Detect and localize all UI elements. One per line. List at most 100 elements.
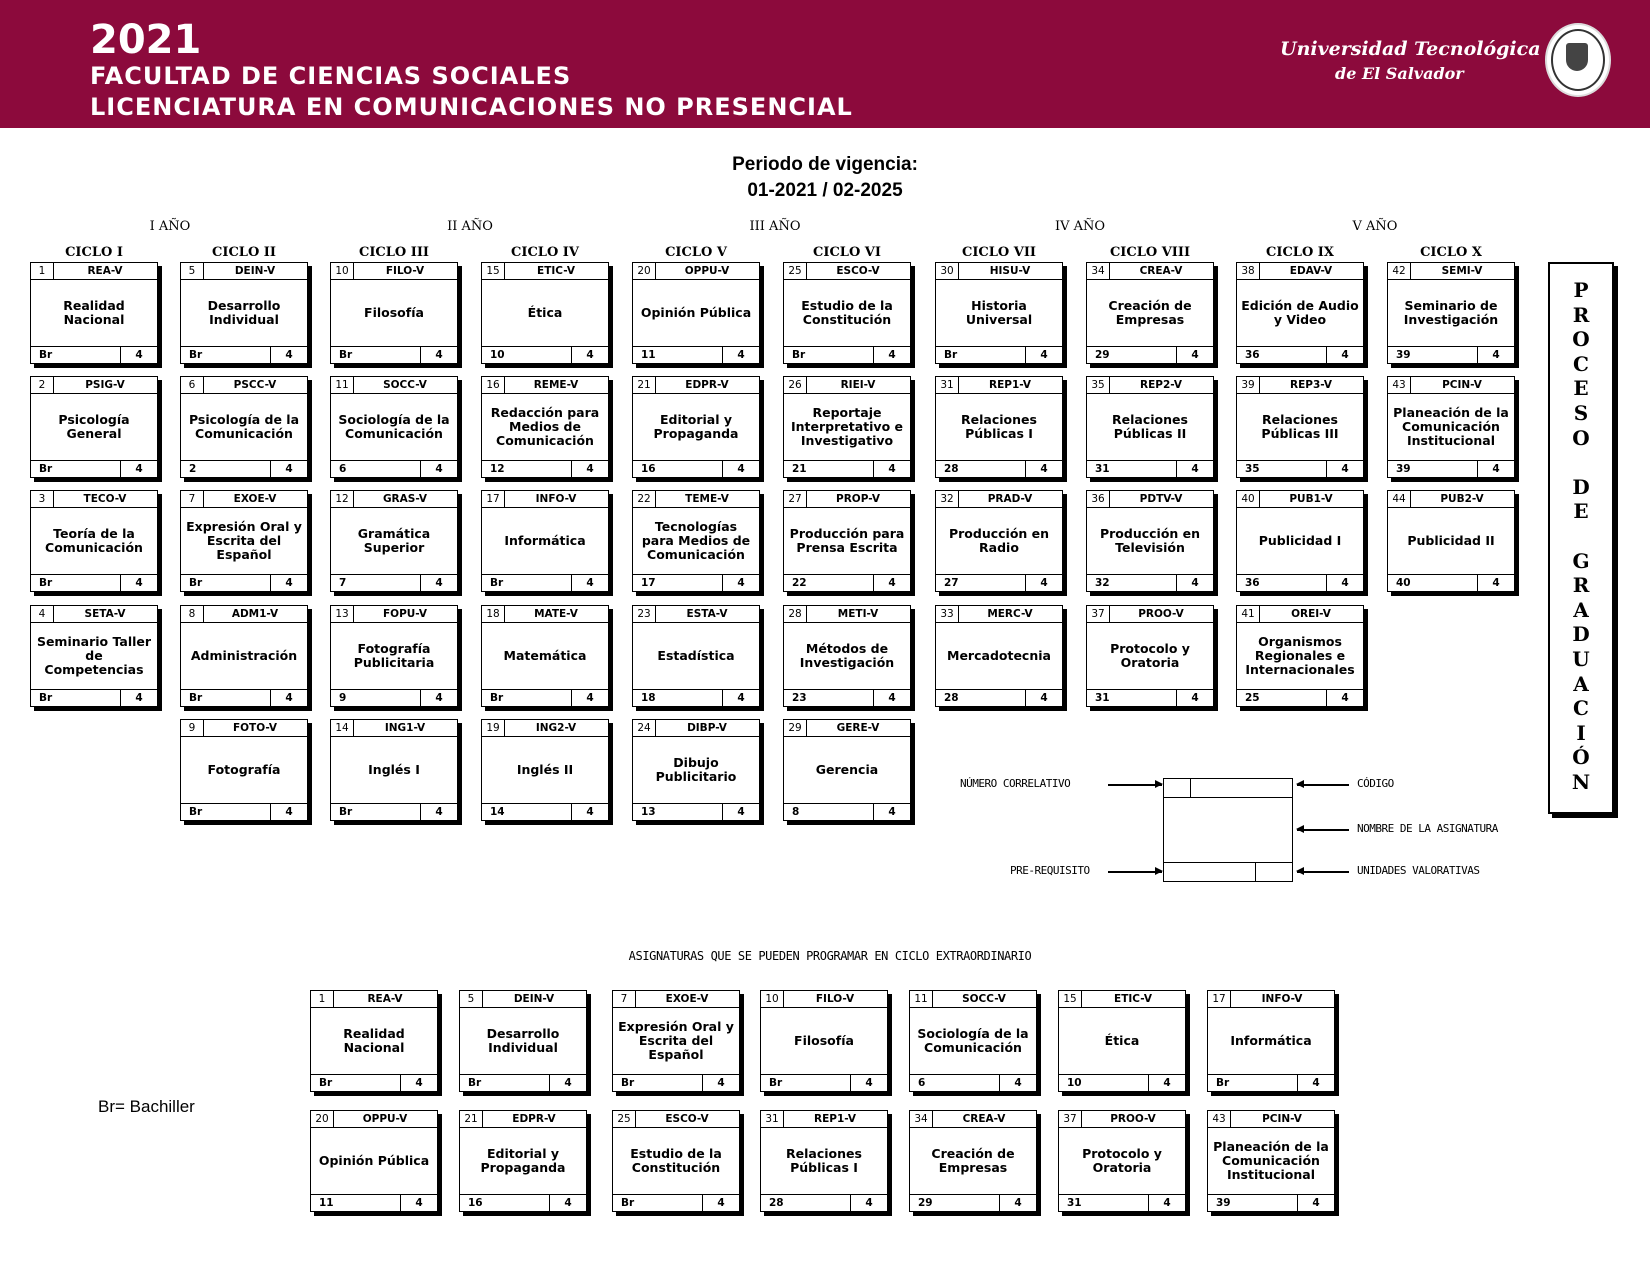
subject-units: 4 [1477, 575, 1514, 591]
cycle-label: CICLO I [65, 245, 123, 260]
subject-code: ESCO-V [665, 1113, 709, 1125]
card-header: 33 MERC-V [936, 606, 1062, 623]
subject-name: Creación de Empresas [931, 1146, 1015, 1175]
subject-code: PUB1-V [1289, 493, 1333, 505]
subject-units: 4 [571, 804, 608, 820]
subject-code: FILO-V [385, 265, 425, 277]
year-label: I AÑO [149, 219, 191, 234]
subject-code: INFO-V [1261, 993, 1303, 1005]
subject-number: 30 [936, 263, 959, 279]
subject-prerequisite: 36 [1245, 349, 1260, 361]
subject-name: Producción para Prensa Escrita [789, 526, 905, 555]
legend-arrow-nombre [1296, 826, 1349, 832]
subject-code: ADM1-V [231, 608, 279, 620]
subject-number: 19 [482, 720, 505, 736]
subject-prerequisite: 31 [1095, 692, 1110, 704]
subject-code: PDTV-V [1139, 493, 1183, 505]
legend-arrow-unidades [1296, 868, 1349, 874]
subject-prerequisite: 2 [189, 463, 197, 475]
subject-prerequisite: 39 [1396, 463, 1411, 475]
year-label: III AÑO [749, 219, 801, 234]
subject-number: 25 [784, 263, 807, 279]
subject-number: 31 [761, 1111, 784, 1127]
subject-prerequisite: 17 [641, 577, 656, 589]
cycle-label: CICLO V [665, 245, 727, 260]
subject-name: Reportaje Interpretativo e Investigativo [791, 405, 903, 448]
proceso-letter: S [1573, 400, 1589, 425]
subject-prerequisite: 31 [1067, 1197, 1082, 1209]
subject-number: 34 [1087, 263, 1110, 279]
subject-prerequisite: 8 [792, 806, 800, 818]
subject-prerequisite: Br [621, 1077, 635, 1089]
subject-code: SOCC-V [383, 379, 427, 391]
subject-code: SEMI-V [1441, 265, 1483, 277]
subject-code: OPPU-V [362, 1113, 408, 1125]
subject-name: Opinión Pública [318, 1153, 430, 1168]
subject-units: 4 [1297, 1195, 1334, 1211]
subject-units: 4 [1025, 575, 1062, 591]
subject-name: Historia Universal [965, 298, 1033, 327]
subject-units: 4 [571, 575, 608, 591]
subject-code: REA-V [87, 265, 123, 277]
subject-number: 33 [936, 606, 959, 622]
subject-name: Ética [1104, 1033, 1140, 1048]
proceso-letter: D [1572, 622, 1590, 647]
subject-code: ESTA-V [686, 608, 728, 620]
subject-units: 4 [270, 347, 307, 363]
subject-number: 35 [1087, 377, 1110, 393]
subject-code: EXOE-V [233, 493, 277, 505]
subject-code: PSCC-V [233, 379, 277, 391]
subject-number: 1 [31, 263, 54, 279]
subject-number: 21 [633, 377, 656, 393]
card-header: 1 REA-V [31, 263, 157, 280]
subject-units: 4 [1297, 1075, 1334, 1091]
subject-name: Relaciones Públicas I [786, 1146, 862, 1175]
subject-code: MERC-V [987, 608, 1033, 620]
subject-number: 12 [331, 491, 354, 507]
subject-number: 5 [460, 991, 483, 1007]
subject-name: Planeación de la Comunicación Institucio… [1213, 1139, 1329, 1182]
subject-code: REME-V [533, 379, 579, 391]
subject-number: 11 [910, 991, 933, 1007]
subject-name: Seminario de Investigación [1403, 298, 1499, 327]
legend-arrow-numero [1108, 781, 1163, 787]
proceso-letter: G [1572, 548, 1590, 573]
